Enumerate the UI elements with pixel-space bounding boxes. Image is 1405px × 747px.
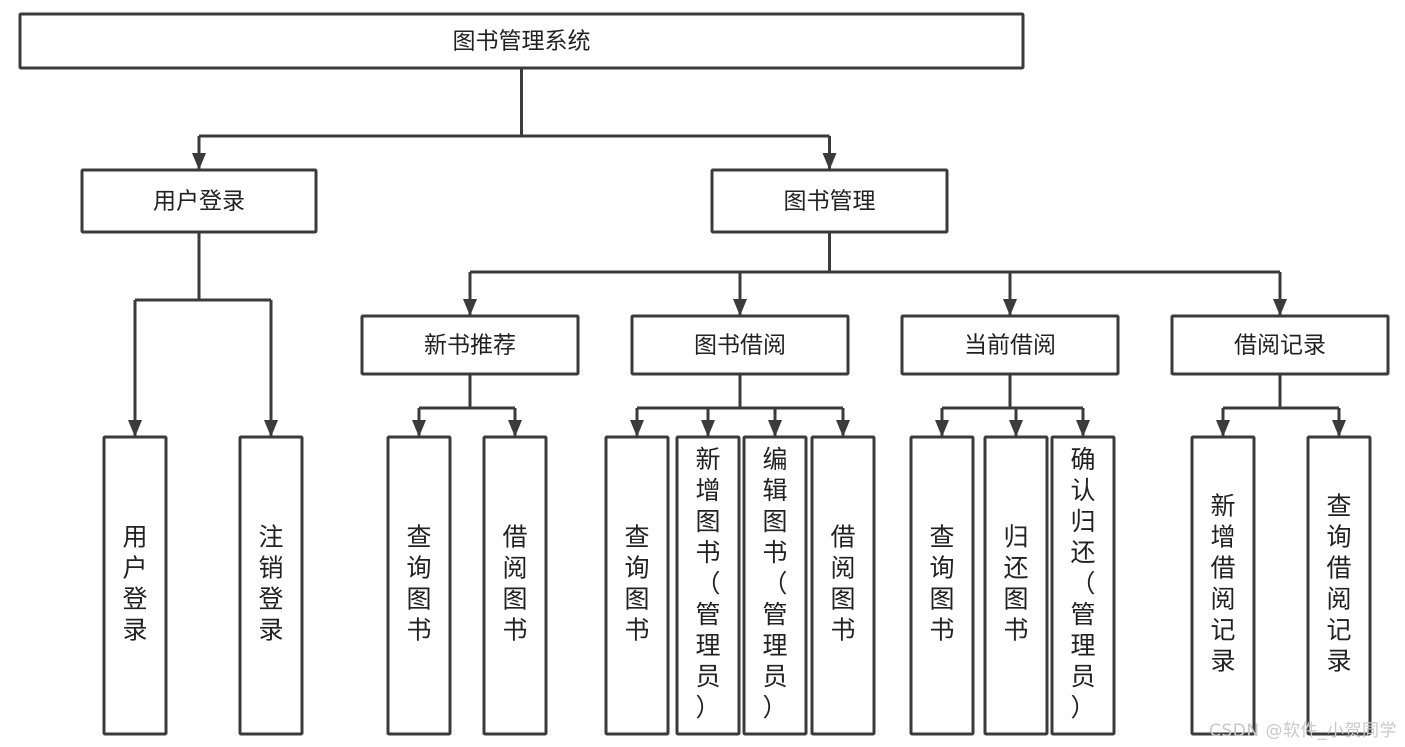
node-new-book-rec-label: 新书推荐 [424, 333, 516, 359]
node-leaf-query-record[interactable]: 查询借阅记录 [1306, 435, 1372, 736]
node-leaf-query-book-1-box [386, 435, 452, 736]
conn-new-book-rec-arrow-0 [412, 420, 426, 437]
node-book-borrow-label: 图书借阅 [694, 333, 786, 359]
node-current-borrow-label: 当前借阅 [964, 333, 1056, 359]
node-leaf-query-book-1-label: 查询图书 [406, 523, 431, 645]
node-root-label: 图书管理系统 [453, 29, 591, 55]
node-leaf-query-book-3-label: 查询图书 [929, 523, 954, 645]
conn-book-borrow-arrow-1 [701, 420, 715, 437]
node-leaf-user-logout[interactable]: 注销登录 [238, 435, 304, 736]
connector-layer [128, 68, 1346, 437]
node-leaf-query-record-box [1306, 435, 1372, 736]
node-leaf-confirm-return-box [1050, 435, 1116, 736]
node-leaf-return-book-label: 归还图书 [1003, 523, 1028, 645]
conn-root-arrow-1 [822, 153, 837, 170]
node-book-manage[interactable]: 图书管理 [710, 168, 949, 234]
conn-current-borrow-arrow-2 [1076, 420, 1090, 437]
node-current-borrow[interactable]: 当前借阅 [900, 314, 1120, 376]
node-leaf-add-book[interactable]: 新增图书（管理员） [675, 435, 741, 736]
node-leaf-add-record-label: 新增借阅记录 [1210, 492, 1235, 676]
conn-current-borrow-arrow-1 [1009, 420, 1023, 437]
node-leaf-query-book-3-box [909, 435, 975, 736]
conn-book-borrow-arrow-2 [768, 420, 782, 437]
node-leaf-edit-book-label: 编辑图书（管理员） [762, 445, 787, 722]
node-layer: 图书管理系统用户登录图书管理新书推荐图书借阅当前借阅借阅记录用户登录注销登录查询… [18, 12, 1390, 736]
node-leaf-query-book-2-box [604, 435, 670, 736]
node-leaf-user-logout-box [238, 435, 304, 736]
conn-book-borrow-arrow-0 [630, 420, 644, 437]
node-user-login-label: 用户登录 [153, 189, 245, 215]
node-leaf-add-book-box [675, 435, 741, 736]
node-leaf-query-record-label: 查询借阅记录 [1326, 492, 1351, 676]
conn-new-book-rec-arrow-1 [508, 420, 522, 437]
node-leaf-edit-book-box [742, 435, 808, 736]
node-borrow-record-box [1170, 314, 1390, 376]
conn-book-manage-arrow-3 [1273, 299, 1287, 316]
conn-book-manage-arrow-2 [1003, 299, 1017, 316]
node-book-manage-label: 图书管理 [784, 189, 876, 215]
node-leaf-return-book[interactable]: 归还图书 [983, 435, 1049, 736]
conn-user-login-arrow-1 [264, 420, 278, 437]
conn-book-borrow-arrow-3 [836, 420, 850, 437]
node-leaf-borrow-book-1-label: 借阅图书 [502, 523, 527, 645]
node-leaf-add-record[interactable]: 新增借阅记录 [1190, 435, 1256, 736]
node-leaf-user-login[interactable]: 用户登录 [102, 435, 168, 736]
node-user-login[interactable]: 用户登录 [80, 168, 318, 234]
node-leaf-add-book-label: 新增图书（管理员） [695, 445, 720, 722]
node-leaf-borrow-book-2[interactable]: 借阅图书 [810, 435, 876, 736]
node-leaf-borrow-book-1-box [482, 435, 548, 736]
node-book-borrow[interactable]: 图书借阅 [630, 314, 850, 376]
node-leaf-query-book-3[interactable]: 查询图书 [909, 435, 975, 736]
node-leaf-return-book-box [983, 435, 1049, 736]
node-leaf-user-login-box [102, 435, 168, 736]
node-new-book-rec[interactable]: 新书推荐 [360, 314, 580, 376]
node-leaf-borrow-book-2-box [810, 435, 876, 736]
node-borrow-record[interactable]: 借阅记录 [1170, 314, 1390, 376]
conn-book-manage-arrow-0 [463, 299, 477, 316]
node-leaf-confirm-return-label: 确认归还（管理员） [1070, 445, 1095, 722]
conn-borrow-record-arrow-0 [1216, 420, 1230, 437]
node-user-login-box [80, 168, 318, 234]
node-root[interactable]: 图书管理系统 [18, 12, 1025, 70]
node-leaf-edit-book[interactable]: 编辑图书（管理员） [742, 435, 808, 736]
node-root-box [18, 12, 1025, 70]
node-new-book-rec-box [360, 314, 580, 376]
node-leaf-query-book-1[interactable]: 查询图书 [386, 435, 452, 736]
node-book-borrow-box [630, 314, 850, 376]
node-leaf-query-book-2-label: 查询图书 [624, 523, 649, 645]
conn-user-login-arrow-0 [128, 420, 142, 437]
node-leaf-user-login-label: 用户登录 [122, 523, 147, 645]
conn-book-manage-arrow-1 [733, 299, 747, 316]
node-borrow-record-label: 借阅记录 [1234, 333, 1326, 359]
node-leaf-user-logout-label: 注销登录 [258, 523, 283, 645]
node-current-borrow-box [900, 314, 1120, 376]
conn-current-borrow-arrow-0 [935, 420, 949, 437]
node-leaf-borrow-book-1[interactable]: 借阅图书 [482, 435, 548, 736]
node-leaf-confirm-return[interactable]: 确认归还（管理员） [1050, 435, 1116, 736]
node-leaf-borrow-book-2-label: 借阅图书 [830, 523, 855, 645]
conn-root-arrow-0 [192, 153, 206, 170]
node-leaf-query-book-2[interactable]: 查询图书 [604, 435, 670, 736]
node-book-manage-box [710, 168, 949, 234]
node-leaf-add-record-box [1190, 435, 1256, 736]
conn-borrow-record-arrow-1 [1332, 420, 1346, 437]
watermark-text: CSDN @软件_小贺同学 [1209, 721, 1397, 741]
